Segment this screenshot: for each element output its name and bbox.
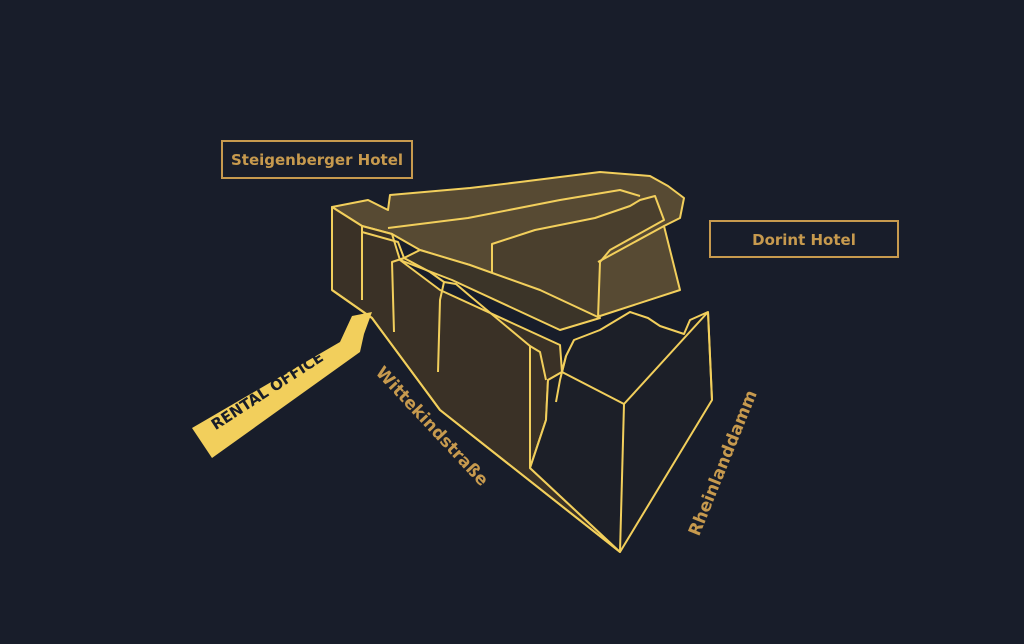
dorint-label-text: Dorint Hotel	[752, 231, 856, 249]
steigenberger-label-text: Steigenberger Hotel	[231, 151, 403, 169]
courtyard	[399, 249, 601, 331]
building-outline	[331, 171, 713, 553]
rental-office-arrow	[192, 312, 372, 458]
building-base-edge	[331, 289, 621, 553]
inner-wing-edge	[597, 225, 665, 263]
dorint-hotel-label: Dorint Hotel	[709, 220, 899, 258]
southeast-block	[529, 311, 713, 553]
west-facade-steps-4	[443, 281, 547, 381]
roof-edge-line	[387, 189, 641, 229]
southeast-block-top	[561, 311, 709, 405]
steigenberger-hotel-label: Steigenberger Hotel	[221, 140, 413, 179]
rental-office-marker: RENTAL OFFICE	[192, 312, 372, 458]
southeast-block-east-edge	[707, 311, 713, 401]
dorint-label-box	[709, 220, 899, 258]
rental-office-text: RENTAL OFFICE	[208, 348, 327, 434]
southeast-block-corner	[619, 403, 625, 553]
southeast-block-steps	[555, 355, 567, 403]
steigenberger-label-box	[221, 140, 413, 179]
